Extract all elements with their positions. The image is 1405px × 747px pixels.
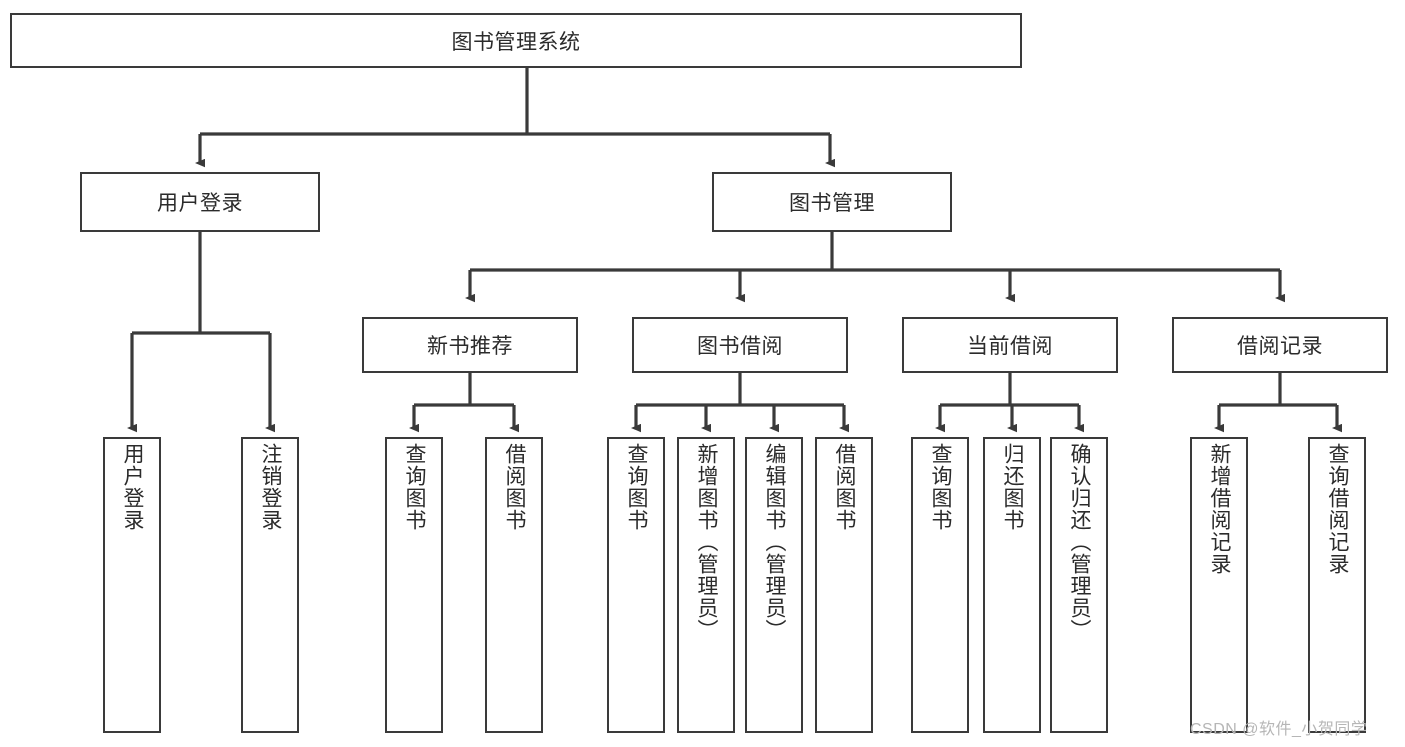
node-leaf-add-record-label: 新增借阅记录 <box>1207 443 1231 575</box>
node-leaf-edit-book-label: 编辑图书（管理员） <box>762 443 786 641</box>
node-leaf-borrow-book-1-label: 借阅图书 <box>502 443 526 531</box>
node-user-login-label: 用户登录 <box>157 192 243 215</box>
node-leaf-query-book-3[interactable]: 查询图书 <box>911 437 969 733</box>
node-leaf-borrow-book-1[interactable]: 借阅图书 <box>485 437 543 733</box>
node-leaf-query-record-label: 查询借阅记录 <box>1325 443 1349 575</box>
node-leaf-add-book[interactable]: 新增图书（管理员） <box>677 437 735 733</box>
node-leaf-user-logout-label: 注销登录 <box>258 443 282 531</box>
node-leaf-confirm-return[interactable]: 确认归还（管理员） <box>1050 437 1108 733</box>
node-leaf-query-book-2-label: 查询图书 <box>624 443 648 531</box>
node-current-borrow[interactable]: 当前借阅 <box>902 317 1118 373</box>
node-new-book-recommend-label: 新书推荐 <box>427 335 513 358</box>
node-book-borrow-label: 图书借阅 <box>697 335 783 358</box>
node-leaf-borrow-book-2[interactable]: 借阅图书 <box>815 437 873 733</box>
node-root[interactable]: 图书管理系统 <box>10 13 1022 68</box>
csdn-watermark: CSDN @软件_小贺同学 <box>1190 721 1368 738</box>
node-leaf-query-book-1-label: 查询图书 <box>402 443 426 531</box>
node-leaf-query-record[interactable]: 查询借阅记录 <box>1308 437 1366 733</box>
node-leaf-add-book-label: 新增图书（管理员） <box>694 443 718 641</box>
node-leaf-query-book-3-label: 查询图书 <box>928 443 952 531</box>
node-borrow-record[interactable]: 借阅记录 <box>1172 317 1388 373</box>
node-book-manage-label: 图书管理 <box>789 192 875 215</box>
node-book-manage[interactable]: 图书管理 <box>712 172 952 232</box>
node-leaf-query-book-1[interactable]: 查询图书 <box>385 437 443 733</box>
node-borrow-record-label: 借阅记录 <box>1237 335 1323 358</box>
node-leaf-add-record[interactable]: 新增借阅记录 <box>1190 437 1248 733</box>
node-new-book-recommend[interactable]: 新书推荐 <box>362 317 578 373</box>
node-leaf-return-book[interactable]: 归还图书 <box>983 437 1041 733</box>
node-leaf-user-login[interactable]: 用户登录 <box>103 437 161 733</box>
node-leaf-user-logout[interactable]: 注销登录 <box>241 437 299 733</box>
node-leaf-user-login-label: 用户登录 <box>120 443 144 531</box>
node-book-borrow[interactable]: 图书借阅 <box>632 317 848 373</box>
node-root-label: 图书管理系统 <box>451 30 581 54</box>
node-leaf-return-book-label: 归还图书 <box>1000 443 1024 531</box>
node-current-borrow-label: 当前借阅 <box>967 335 1053 358</box>
node-leaf-confirm-return-label: 确认归还（管理员） <box>1067 443 1091 641</box>
node-leaf-borrow-book-2-label: 借阅图书 <box>832 443 856 531</box>
node-leaf-query-book-2[interactable]: 查询图书 <box>607 437 665 733</box>
node-user-login[interactable]: 用户登录 <box>80 172 320 232</box>
node-leaf-edit-book[interactable]: 编辑图书（管理员） <box>745 437 803 733</box>
